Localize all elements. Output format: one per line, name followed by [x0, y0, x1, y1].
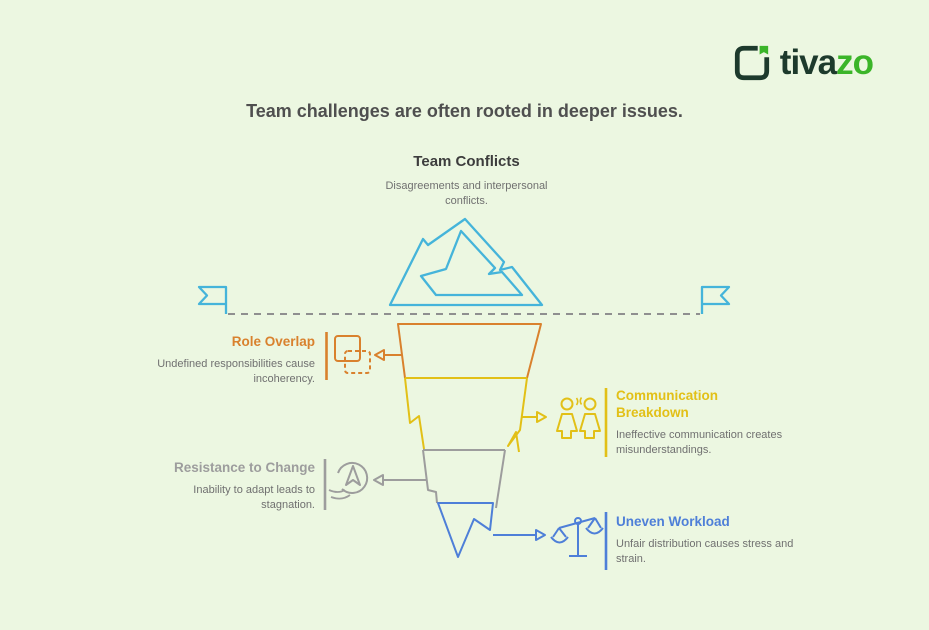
- brand-name-primary: tiva: [779, 43, 837, 82]
- section-resistance-to-change: [323, 449, 506, 510]
- section-communication-breakdown: [404, 377, 608, 457]
- mountain-inner-icon: [419, 229, 524, 297]
- surface-graphics: [197, 217, 731, 314]
- arrow-left-icon: [373, 474, 384, 486]
- arrow-left-icon: [374, 349, 385, 361]
- section-role-overlap: [325, 323, 542, 380]
- mountain-outer-icon: [388, 217, 544, 307]
- surface-description: Disagreements and interpersonal conflict…: [385, 180, 548, 207]
- iceberg-layer-4: [437, 502, 494, 558]
- surface-title: Team Conflicts: [413, 153, 520, 170]
- brand-name: tivazo: [779, 43, 874, 82]
- page-title: Team challenges are often rooted in deep…: [246, 101, 683, 121]
- flag-left-icon: [197, 285, 228, 314]
- item-title: Role Overlap: [231, 334, 315, 349]
- item-title: Resistance to Change: [173, 460, 315, 475]
- item-role-overlap: Role Overlap Undefined responsibilities …: [145, 334, 315, 387]
- iceberg-layer-3-left: [422, 449, 438, 504]
- item-description: Ineffective communication creates misund…: [616, 428, 783, 456]
- iceberg-layer-2-right: [507, 377, 528, 453]
- item-resistance-to-change: Resistance to Change Inability to adapt …: [145, 460, 315, 513]
- arrow-right-icon: [535, 529, 546, 541]
- talking-people-icon: [556, 397, 601, 439]
- item-description: Undefined responsibilities cause incoher…: [157, 357, 315, 386]
- brand-name-secondary: zo: [836, 43, 874, 82]
- overlapping-squares-icon: [334, 335, 371, 374]
- iceberg-layer-1: [397, 323, 542, 379]
- item-title: Uneven Workload: [616, 514, 730, 529]
- section-uneven-workload: [437, 502, 608, 570]
- item-description: Inability to adapt leads to stagnation.: [193, 483, 315, 512]
- balance-scale-icon: [550, 517, 604, 557]
- iceberg-layer-2-left: [404, 377, 425, 450]
- arrow-right-icon: [536, 411, 547, 423]
- iceberg-layer-3-right: [495, 449, 506, 509]
- item-title: Communication Breakdown: [616, 388, 719, 420]
- item-uneven-workload: Uneven Workload Unfair distribution caus…: [616, 514, 806, 567]
- item-description: Unfair distribution causes stress and st…: [616, 537, 794, 566]
- item-communication-breakdown: Communication Breakdown Ineffective comm…: [616, 388, 801, 458]
- brand-logo: tivazo: [733, 43, 874, 82]
- compass-arrow-icon: [328, 461, 369, 500]
- surface-label-block: Team Conflicts Disagreements and interpe…: [334, 153, 599, 209]
- tivazo-logo-icon: [734, 45, 769, 81]
- flag-right-icon: [700, 285, 731, 314]
